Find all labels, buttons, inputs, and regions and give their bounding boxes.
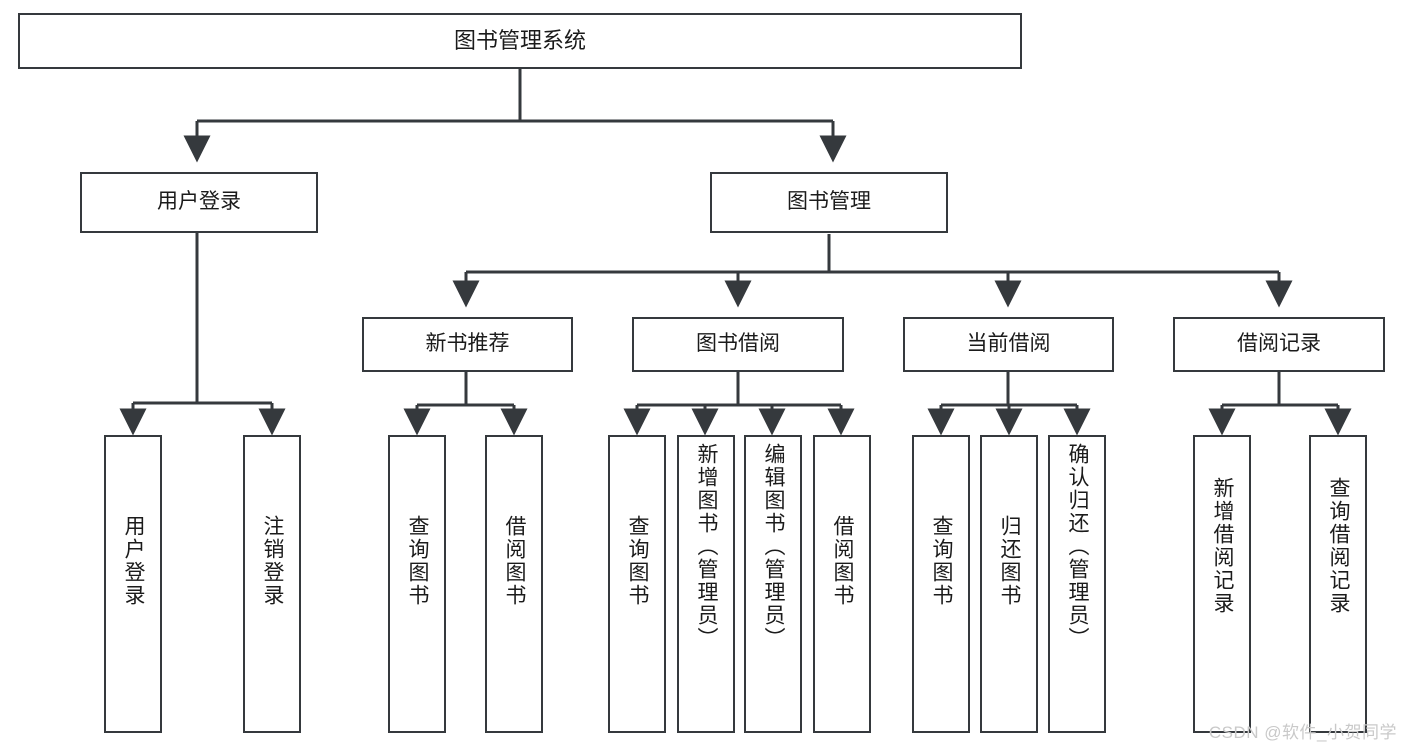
- leaf-edit-book[interactable]: 编辑图书（管理员）: [744, 435, 802, 733]
- node-user-login[interactable]: 用户登录: [80, 172, 318, 233]
- leaf-return-book[interactable]: 归还图书: [980, 435, 1038, 733]
- node-borrow-record[interactable]: 借阅记录: [1173, 317, 1385, 372]
- leaf-borrow-book-2[interactable]: 借阅图书: [813, 435, 871, 733]
- node-root-label: 图书管理系统: [453, 28, 586, 54]
- leaf-return-book-label: 归还图书: [998, 515, 1022, 607]
- leaf-edit-book-label: 编辑图书（管理员）: [762, 443, 786, 650]
- leaf-user-login-label: 用户登录: [122, 515, 146, 607]
- leaf-add-book[interactable]: 新增图书（管理员）: [677, 435, 735, 733]
- leaf-query-record-label: 查询借阅记录: [1327, 477, 1351, 615]
- leaf-logout-login[interactable]: 注销登录: [243, 435, 301, 733]
- node-book-borrow[interactable]: 图书借阅: [632, 317, 844, 372]
- leaf-query-book-3-label: 查询图书: [930, 515, 954, 607]
- node-new-book-recommend-label: 新书推荐: [425, 332, 510, 356]
- leaf-confirm-return-label: 确认归还（管理员）: [1066, 443, 1090, 650]
- leaf-borrow-book-2-label: 借阅图书: [831, 515, 855, 607]
- node-user-login-label: 用户登录: [157, 190, 241, 214]
- leaf-borrow-book-1[interactable]: 借阅图书: [485, 435, 543, 733]
- leaf-query-record[interactable]: 查询借阅记录: [1309, 435, 1367, 733]
- node-root[interactable]: 图书管理系统: [18, 13, 1022, 69]
- leaf-query-book-3[interactable]: 查询图书: [912, 435, 970, 733]
- leaf-logout-login-label: 注销登录: [261, 515, 285, 607]
- leaf-query-book-1-label: 查询图书: [406, 515, 430, 607]
- node-current-borrow[interactable]: 当前借阅: [903, 317, 1114, 372]
- leaf-add-record-label: 新增借阅记录: [1211, 477, 1235, 615]
- leaf-add-record[interactable]: 新增借阅记录: [1193, 435, 1251, 733]
- leaf-query-book-1[interactable]: 查询图书: [388, 435, 446, 733]
- node-new-book-recommend[interactable]: 新书推荐: [362, 317, 573, 372]
- leaf-add-book-label: 新增图书（管理员）: [695, 443, 719, 650]
- leaf-confirm-return[interactable]: 确认归还（管理员）: [1048, 435, 1106, 733]
- node-book-manage-label: 图书管理: [787, 190, 871, 214]
- node-borrow-record-label: 借阅记录: [1237, 332, 1321, 356]
- node-book-manage[interactable]: 图书管理: [710, 172, 948, 233]
- leaf-query-book-2-label: 查询图书: [626, 515, 650, 607]
- leaf-borrow-book-1-label: 借阅图书: [503, 515, 527, 607]
- node-book-borrow-label: 图书借阅: [696, 332, 780, 356]
- leaf-query-book-2[interactable]: 查询图书: [608, 435, 666, 733]
- leaf-user-login[interactable]: 用户登录: [104, 435, 162, 733]
- node-current-borrow-label: 当前借阅: [966, 332, 1051, 356]
